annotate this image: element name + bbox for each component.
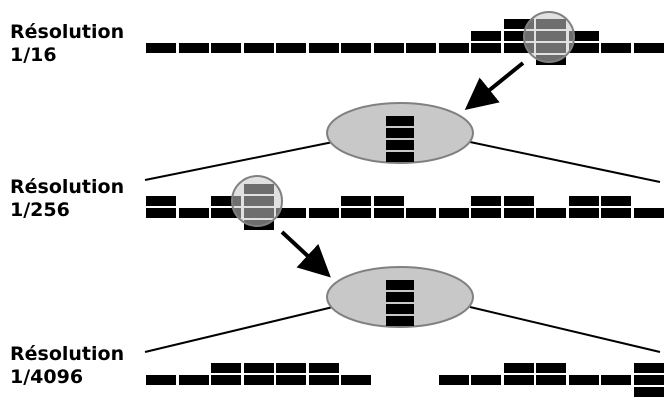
bar-block [601,43,631,53]
bar-block [276,363,306,373]
zoomed-bar-block [386,152,414,162]
zoomed-bar-block [386,292,414,302]
bar-block [569,208,599,218]
bar-block [211,363,241,373]
bar-block [406,208,436,218]
bar-block [309,43,339,53]
bar-block [536,363,566,373]
bar-block [504,43,534,53]
zoom-circle [523,11,575,63]
bar-block [634,208,664,218]
label-resolution-1-4096: Résolution 1/4096 [10,343,124,389]
label-line-2: 1/16 [10,44,57,66]
fan-line [144,306,334,353]
bar-block-below [634,387,664,397]
label-resolution-1-16: Résolution 1/16 [10,21,124,67]
bar-block [471,208,501,218]
bar-row [146,363,664,397]
bar-block [309,363,339,373]
bar-block [211,196,241,206]
zoomed-bar-block [386,140,414,150]
bar-block [179,208,209,218]
bar-block [471,375,501,385]
bar-block [309,375,339,385]
bar-block [569,31,599,41]
bar-block [244,375,274,385]
bar-block [374,196,404,206]
fan-line [144,141,334,181]
bar-block [536,375,566,385]
bar-block [634,43,664,53]
bar-block [211,43,241,53]
label-resolution-1-256: Résolution 1/256 [10,176,124,222]
bar-block [374,208,404,218]
zoomed-bar-block [386,316,414,326]
bar-block [341,43,371,53]
bar-block [439,375,469,385]
bar-block [439,43,469,53]
bar-block [211,208,241,218]
label-line-2: 1/4096 [10,366,84,388]
bar-block [569,43,599,53]
bar-block [341,375,371,385]
bar-block [309,208,339,218]
bar-block [536,208,566,218]
bar-block [471,196,501,206]
bar-block [341,196,371,206]
fan-line [469,306,661,353]
bar-block [211,375,241,385]
bar-block [439,208,469,218]
bar-row [146,184,664,230]
bar-block [146,375,176,385]
zoom-ellipses [231,11,575,328]
bar-row [146,19,664,65]
bar-block [634,375,664,385]
bar-block [569,375,599,385]
bar-block [146,43,176,53]
zoom-arrow [464,61,525,111]
label-line-1: Résolution [10,176,125,198]
label-line-2: 1/256 [10,199,70,221]
bar-block [471,43,501,53]
bar-block [146,208,176,218]
bar-block [504,363,534,373]
bar-block [244,43,274,53]
bar-block [504,196,534,206]
bar-rows [146,19,664,397]
bar-block [569,196,599,206]
bar-block [601,375,631,385]
zoomed-bar-block [386,304,414,314]
bar-block [504,31,534,41]
fan-line [469,141,661,183]
bar-block [504,19,534,29]
bar-block [276,375,306,385]
zoomed-bar-block [386,116,414,126]
bar-block [601,196,631,206]
bar-block [244,363,274,373]
bar-block [276,43,306,53]
bar-block [341,208,371,218]
bar-block [146,196,176,206]
zoom-arrow [280,230,331,278]
bar-block [471,31,501,41]
label-line-1: Résolution [10,343,125,365]
zoom-circle [231,175,283,227]
connector-lines [144,141,661,353]
bar-block [179,375,209,385]
bar-block [179,43,209,53]
bar-block [504,375,534,385]
bar-block [276,208,306,218]
zoomed-bar-block [386,128,414,138]
bar-block [601,208,631,218]
bar-block [406,43,436,53]
label-line-1: Résolution [10,21,125,43]
zoomed-bar-block [386,280,414,290]
bar-block [374,43,404,53]
bar-block [504,208,534,218]
bar-block [634,363,664,373]
